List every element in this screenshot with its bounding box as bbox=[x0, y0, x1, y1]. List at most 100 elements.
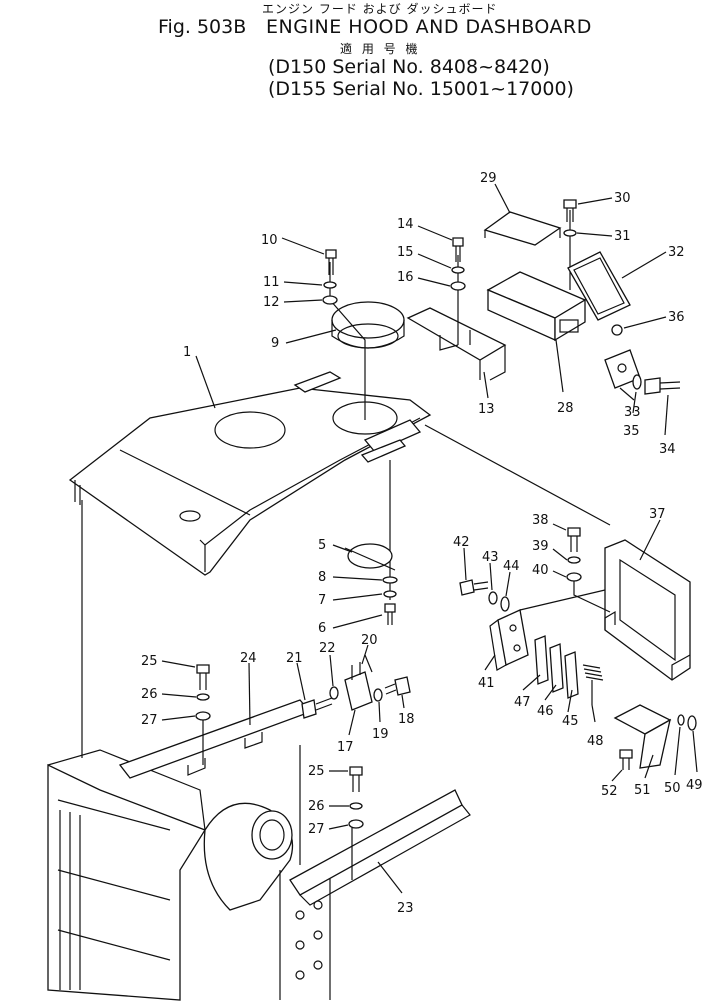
callout-41: 41 bbox=[478, 654, 496, 691]
callout-1: 1 bbox=[183, 345, 216, 409]
svg-text:32: 32 bbox=[668, 245, 685, 260]
bolt-18 bbox=[384, 676, 411, 696]
bracket-13 bbox=[406, 307, 507, 381]
svg-text:46: 46 bbox=[537, 704, 554, 719]
bolt-52 bbox=[619, 749, 633, 770]
callout-35: 35 bbox=[623, 391, 640, 439]
svg-text:24: 24 bbox=[240, 651, 257, 666]
box-28 bbox=[486, 271, 587, 342]
callout-39: 39 bbox=[532, 539, 568, 561]
callout-48: 48 bbox=[587, 704, 604, 749]
svg-text:26: 26 bbox=[141, 687, 158, 702]
bolt-30 bbox=[563, 199, 577, 222]
callout-33: 33 bbox=[619, 387, 641, 420]
callout-50: 50 bbox=[664, 726, 681, 796]
callout-43: 43 bbox=[482, 550, 499, 591]
cap-9 bbox=[331, 301, 405, 349]
callout-17: 17 bbox=[337, 709, 356, 755]
callout-18: 18 bbox=[398, 694, 415, 727]
link-45 bbox=[564, 651, 579, 699]
callout-47: 47 bbox=[514, 674, 541, 710]
svg-text:25: 25 bbox=[141, 654, 158, 669]
applicable-japanese: 適 用 号 機 bbox=[340, 42, 421, 56]
figure-label: Fig. 503B bbox=[158, 16, 247, 38]
callout-30: 30 bbox=[577, 191, 631, 206]
link-47 bbox=[534, 635, 549, 685]
callout-9: 9 bbox=[271, 329, 337, 351]
svg-text:40: 40 bbox=[532, 563, 549, 578]
callout-28: 28 bbox=[555, 339, 574, 416]
callout-25-lower: 25 bbox=[308, 764, 348, 779]
bracket-41 bbox=[489, 609, 529, 671]
svg-text:27: 27 bbox=[141, 713, 158, 728]
svg-text:29: 29 bbox=[480, 171, 497, 186]
svg-text:47: 47 bbox=[514, 695, 531, 710]
svg-text:5: 5 bbox=[318, 538, 326, 553]
callout-10: 10 bbox=[261, 233, 325, 255]
svg-text:23: 23 bbox=[397, 901, 414, 916]
bolt-25-upper bbox=[196, 664, 210, 690]
svg-text:20: 20 bbox=[361, 633, 378, 648]
bolt-6 bbox=[384, 603, 396, 625]
svg-text:22: 22 bbox=[319, 641, 336, 656]
svg-text:1: 1 bbox=[183, 345, 191, 360]
diagram-title: ENGINE HOOD AND DASHBOARD bbox=[266, 16, 592, 38]
title-japanese: エンジン フード および ダッシュボード bbox=[262, 2, 498, 16]
callout-14: 14 bbox=[397, 217, 453, 241]
svg-text:26: 26 bbox=[308, 799, 325, 814]
svg-text:16: 16 bbox=[397, 270, 414, 285]
svg-text:7: 7 bbox=[318, 593, 326, 608]
callout-22: 22 bbox=[319, 641, 336, 687]
callout-45: 45 bbox=[562, 689, 579, 729]
gasket-32 bbox=[567, 251, 631, 321]
svg-text:25: 25 bbox=[308, 764, 325, 779]
callout-6: 6 bbox=[318, 614, 383, 636]
bolt-10 bbox=[325, 249, 337, 275]
callout-29: 29 bbox=[480, 171, 511, 214]
callout-19: 19 bbox=[372, 701, 389, 742]
callout-38: 38 bbox=[532, 513, 567, 531]
svg-text:6: 6 bbox=[318, 621, 326, 636]
svg-text:44: 44 bbox=[503, 559, 520, 574]
svg-text:11: 11 bbox=[263, 275, 280, 290]
svg-text:48: 48 bbox=[587, 734, 604, 749]
callout-32: 32 bbox=[621, 245, 685, 279]
callout-25-upper: 25 bbox=[141, 654, 196, 669]
callout-49: 49 bbox=[686, 730, 703, 793]
svg-text:15: 15 bbox=[397, 245, 414, 260]
svg-text:13: 13 bbox=[478, 402, 495, 417]
callout-40: 40 bbox=[532, 563, 567, 578]
callout-21: 21 bbox=[286, 651, 306, 701]
svg-text:37: 37 bbox=[649, 507, 666, 522]
spring-48 bbox=[582, 664, 604, 705]
callout-51: 51 bbox=[634, 754, 654, 798]
callout-13: 13 bbox=[478, 371, 495, 417]
callout-36-upper: 36 bbox=[623, 310, 685, 329]
svg-text:50: 50 bbox=[664, 781, 681, 796]
svg-text:39: 39 bbox=[532, 539, 549, 554]
svg-text:35: 35 bbox=[623, 424, 640, 439]
callout-16: 16 bbox=[397, 270, 451, 287]
callout-26-upper: 26 bbox=[141, 687, 197, 702]
plate-24 bbox=[118, 699, 312, 779]
cover-5 bbox=[344, 543, 396, 571]
callout-11: 11 bbox=[263, 275, 323, 290]
svg-text:45: 45 bbox=[562, 714, 579, 729]
svg-text:10: 10 bbox=[261, 233, 278, 248]
bolt-21 bbox=[301, 697, 333, 719]
svg-text:38: 38 bbox=[532, 513, 549, 528]
svg-text:9: 9 bbox=[271, 336, 279, 351]
bolt-42 bbox=[459, 579, 489, 596]
serial-line-1: (D150 Serial No. 8408~8420) bbox=[268, 56, 550, 78]
svg-text:42: 42 bbox=[453, 535, 470, 550]
callout-23: 23 bbox=[377, 861, 414, 916]
callout-12: 12 bbox=[263, 295, 323, 310]
svg-text:31: 31 bbox=[614, 229, 631, 244]
svg-text:49: 49 bbox=[686, 778, 703, 793]
svg-text:18: 18 bbox=[398, 712, 415, 727]
svg-text:34: 34 bbox=[659, 442, 676, 457]
svg-text:27: 27 bbox=[308, 822, 325, 837]
callout-46: 46 bbox=[537, 684, 557, 719]
callout-52: 52 bbox=[601, 769, 623, 799]
callout-44: 44 bbox=[503, 559, 520, 597]
